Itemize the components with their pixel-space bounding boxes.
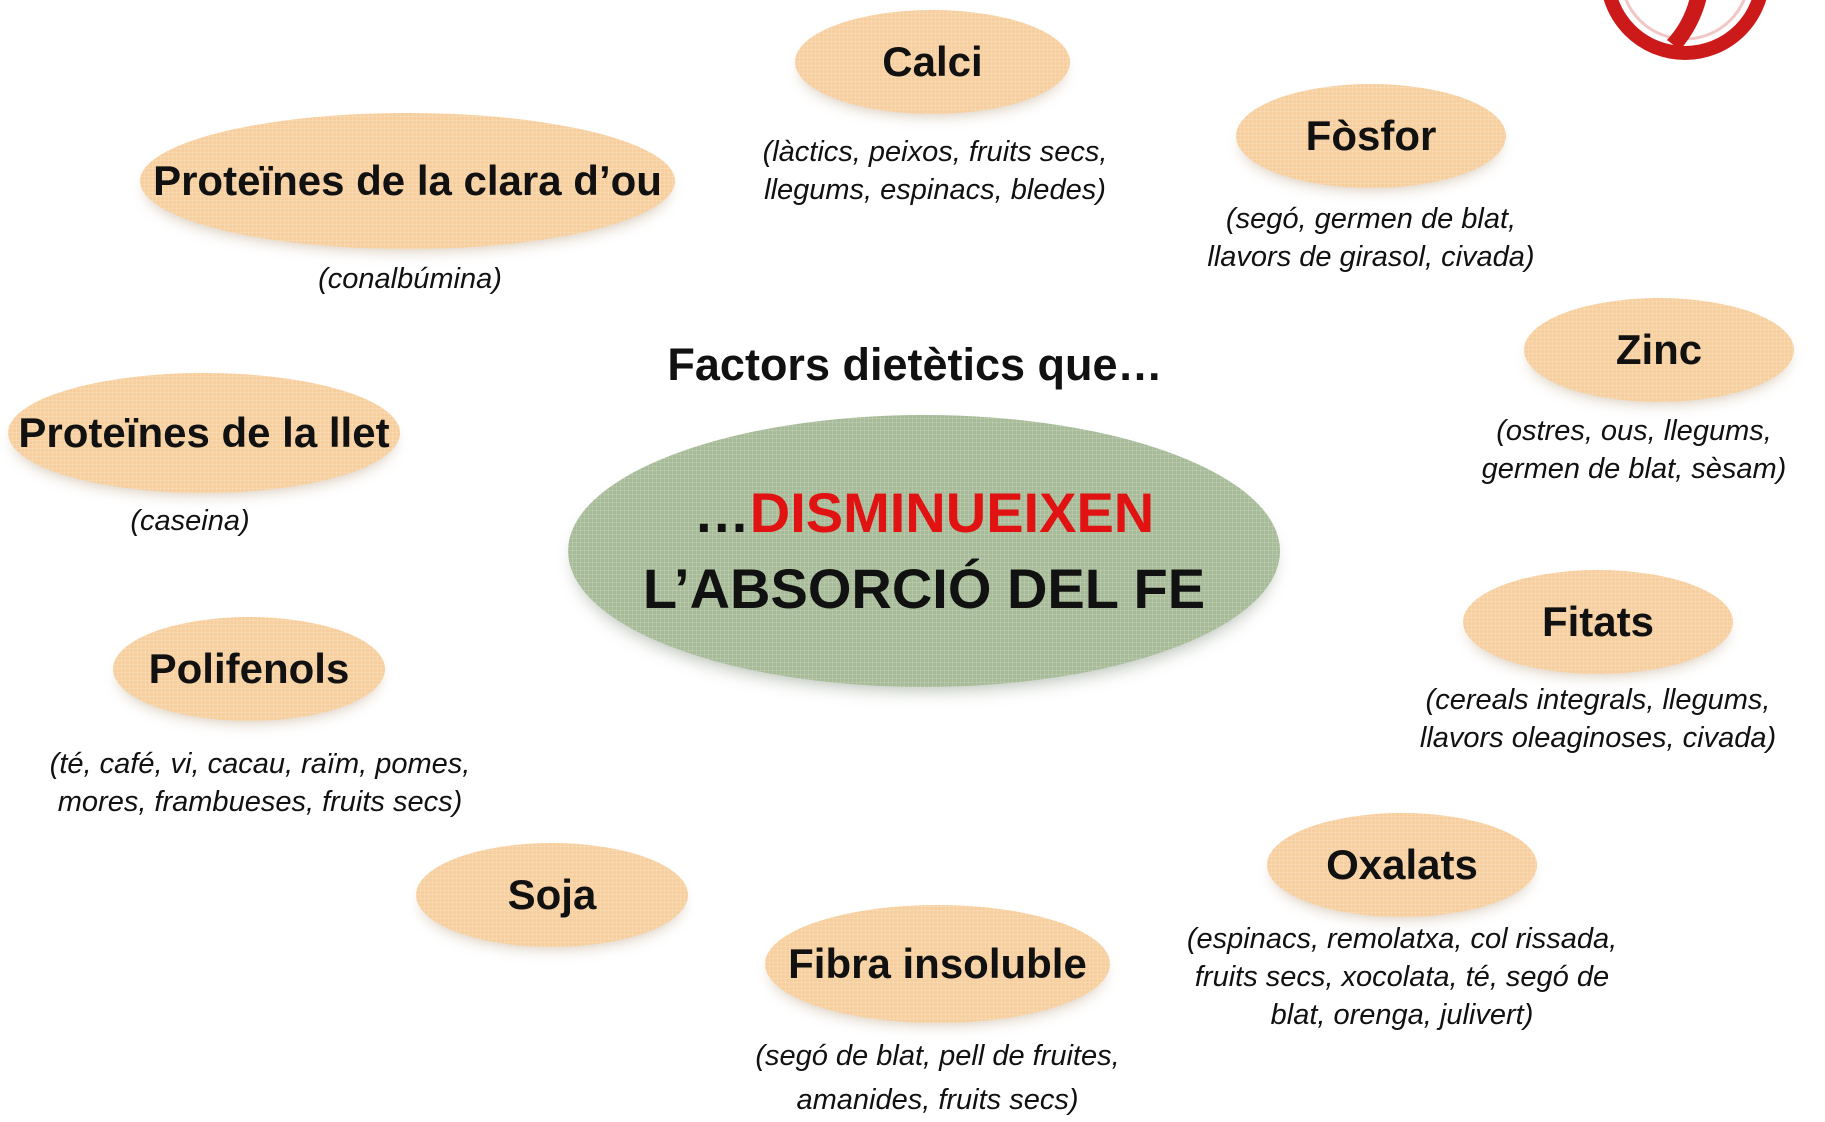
note-line: (conalbúmina) <box>318 263 502 295</box>
note-fitats: (cereals integrals, llegums, llavors ole… <box>1388 681 1808 757</box>
node-soja: Soja <box>416 843 688 947</box>
note-proteines-llet: (caseina) <box>90 502 290 540</box>
central-line-2: L’ABSORCIÓ DEL FE <box>642 557 1206 620</box>
note-calci: (làctics, peixos, fruits secs, llegums, … <box>725 133 1145 209</box>
node-proteines-llet-label: Proteïnes de la llet <box>18 409 390 456</box>
node-proteines-clara: Proteïnes de la clara d’ou <box>140 113 675 249</box>
note-zinc: (ostres, ous, llegums, germen de blat, s… <box>1459 412 1809 488</box>
node-soja-label: Soja <box>507 871 597 918</box>
node-proteines-llet: Proteïnes de la llet <box>8 373 400 493</box>
node-fibra-insoluble: Fibra insoluble <box>765 905 1110 1023</box>
note-line: (caseina) <box>130 505 250 537</box>
central-line-1: …DISMINUEIXEN <box>694 475 1155 551</box>
note-line: fruits secs, xocolata, té, segó de <box>1194 961 1610 993</box>
note-line: germen de blat, sèsam) <box>1481 453 1787 485</box>
central-prefix: … <box>693 481 750 544</box>
note-proteines-clara: (conalbúmina) <box>290 260 530 298</box>
node-fibra-insoluble-label: Fibra insoluble <box>788 940 1087 987</box>
note-line: llegums, espinacs, bledes) <box>764 174 1106 206</box>
note-fosfor: (segó, germen de blat, llavors de giraso… <box>1166 200 1576 276</box>
node-oxalats: Oxalats <box>1267 813 1537 917</box>
node-zinc: Zinc <box>1524 298 1794 402</box>
note-line: (segó de blat, pell de fruites, <box>755 1040 1120 1072</box>
node-calci-label: Calci <box>882 38 983 85</box>
node-polifenols-label: Polifenols <box>148 645 350 692</box>
logo-emblem-icon <box>1603 0 1767 60</box>
note-line: (cereals integrals, llegums, <box>1425 684 1771 716</box>
diagram-heading: Factors dietètics que… <box>667 339 1163 390</box>
node-fitats: Fitats <box>1463 570 1733 674</box>
logo <box>1585 0 1785 60</box>
node-calci: Calci <box>795 10 1070 114</box>
node-polifenols: Polifenols <box>113 617 385 721</box>
note-line: (ostres, ous, llegums, <box>1496 415 1772 447</box>
node-fosfor-label: Fòsfor <box>1305 112 1437 159</box>
note-oxalats: (espinacs, remolatxa, col rissada, fruit… <box>1157 920 1647 1034</box>
central-highlight: DISMINUEIXEN <box>749 481 1155 544</box>
node-zinc-label: Zinc <box>1615 326 1703 373</box>
central-ellipse: …DISMINUEIXEN L’ABSORCIÓ DEL FE <box>568 415 1280 687</box>
note-polifenols: (té, café, vi, cacau, raïm, pomes, mores… <box>25 745 495 821</box>
note-line: (espinacs, remolatxa, col rissada, <box>1186 923 1618 955</box>
note-fibra-insoluble: (segó de blat, pell de fruites, amanides… <box>730 1034 1145 1122</box>
note-line: llavors de girasol, civada) <box>1207 241 1535 273</box>
node-proteines-clara-label: Proteïnes de la clara d’ou <box>153 157 662 204</box>
node-fitats-label: Fitats <box>1541 598 1654 645</box>
note-line: llavors oleaginoses, civada) <box>1419 722 1777 754</box>
note-line: (segó, germen de blat, <box>1225 203 1517 235</box>
node-fosfor: Fòsfor <box>1236 84 1506 188</box>
note-line: (té, café, vi, cacau, raïm, pomes, <box>49 748 471 780</box>
note-line: amanides, fruits secs) <box>796 1084 1079 1116</box>
note-line: blat, orenga, julivert) <box>1270 999 1534 1031</box>
note-line: mores, frambueses, fruits secs) <box>57 786 463 818</box>
node-oxalats-label: Oxalats <box>1326 841 1478 888</box>
note-line: (làctics, peixos, fruits secs, <box>762 136 1108 168</box>
